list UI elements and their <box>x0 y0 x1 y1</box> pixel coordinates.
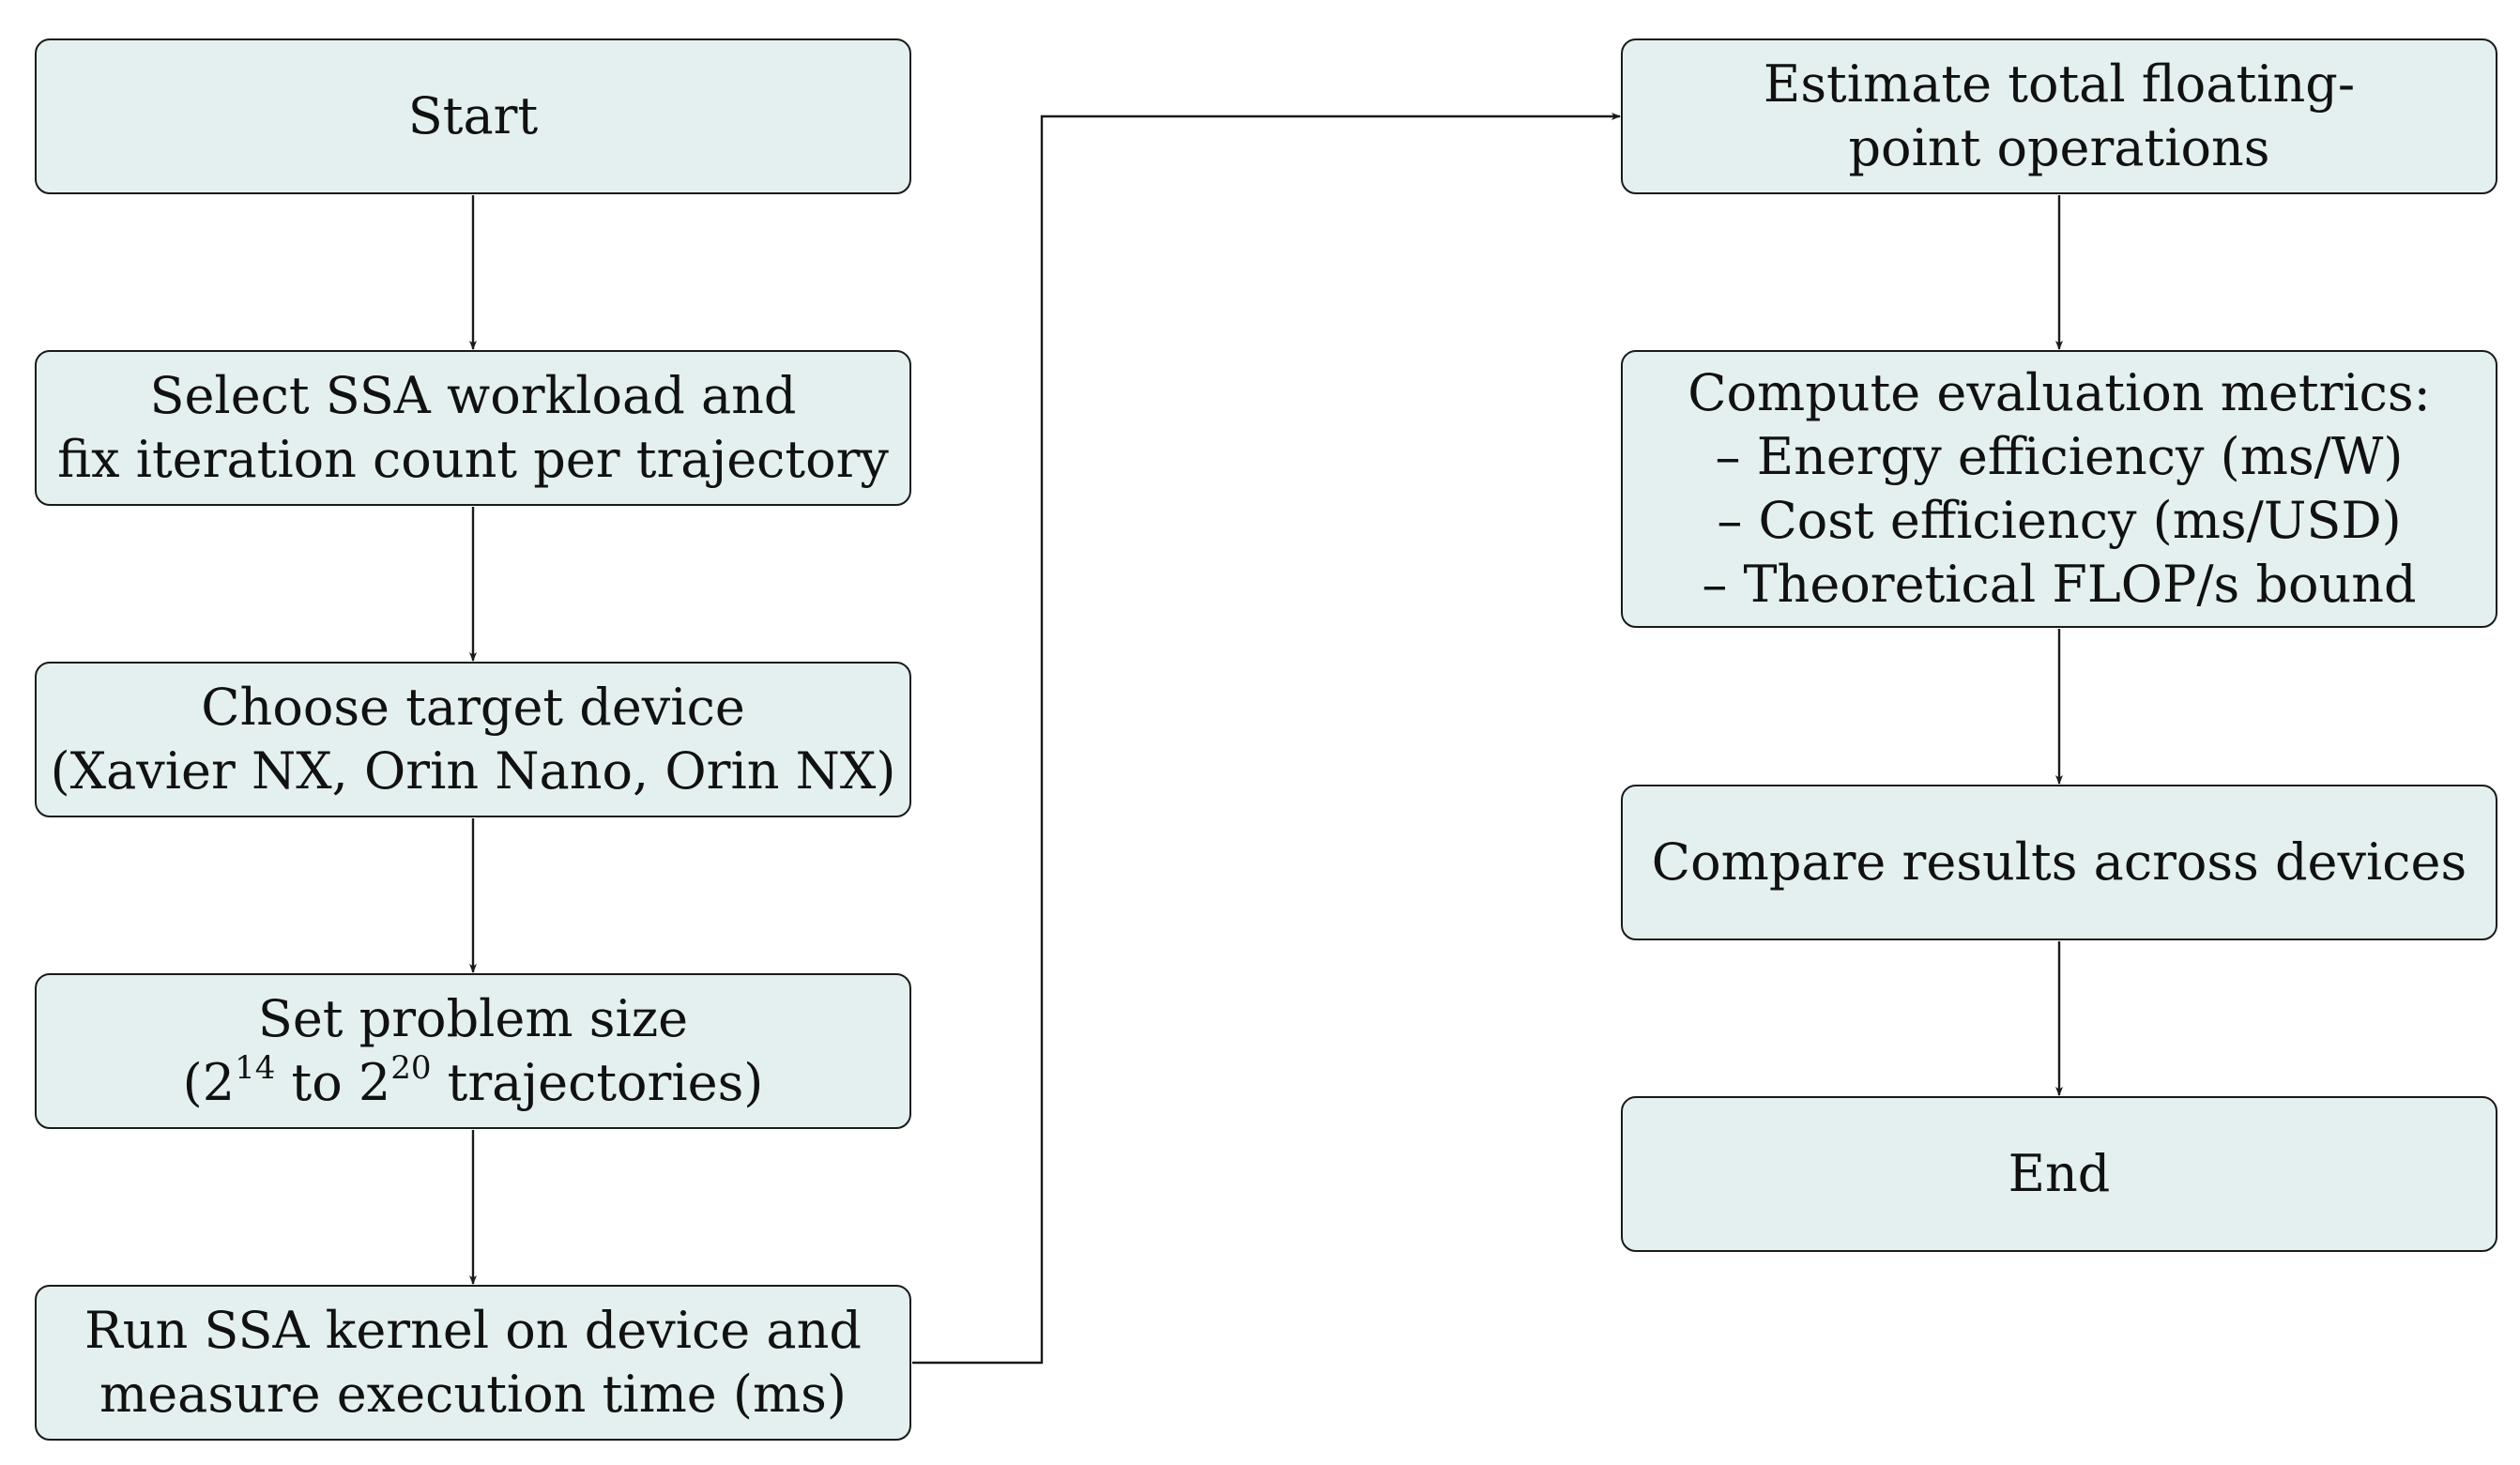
node-run-line-2: measure execution time (ms) <box>99 1365 847 1424</box>
node-size-exponent-low: 14 <box>235 1049 276 1087</box>
node-size-line-2: (214 to 220 trajectories) <box>183 1051 764 1115</box>
node-size-line-1: Set problem size <box>257 989 689 1048</box>
node-select-line-1: Select SSA workload and <box>149 366 797 425</box>
node-metrics-line-1: Compute evaluation metrics: <box>1688 363 2431 422</box>
node-run-line-1: Run SSA kernel on device and <box>84 1301 862 1360</box>
node-size-close: trajectories) <box>431 1053 764 1112</box>
node-size-mid: to 2 <box>275 1053 391 1112</box>
node-estimate-flops: Estimate total floating- point operation… <box>1621 38 2497 194</box>
node-metrics-line-4: – Theoretical FLOP/s bound <box>1702 555 2417 614</box>
node-device-line-1: Choose target device <box>201 678 745 737</box>
node-metrics-line-3: – Cost efficiency (ms/USD) <box>1717 491 2402 550</box>
node-start-label: Start <box>407 86 539 145</box>
node-flops-line-1: Estimate total floating- <box>1763 54 2356 114</box>
node-flops-line-2: point operations <box>1848 118 2270 177</box>
node-compute-metrics: Compute evaluation metrics: – Energy eff… <box>1621 350 2497 628</box>
node-compare-results: Compare results across devices <box>1621 785 2497 940</box>
node-metrics-line-2: – Energy efficiency (ms/W) <box>1715 427 2404 486</box>
node-start: Start <box>35 38 911 194</box>
node-run-kernel: Run SSA kernel on device and measure exe… <box>35 1285 911 1441</box>
arrow-run-to-flops <box>912 113 1621 1365</box>
node-size-exponent-high: 20 <box>390 1049 432 1087</box>
node-end-label: End <box>2008 1144 2111 1203</box>
node-choose-device: Choose target device (Xavier NX, Orin Na… <box>35 662 911 817</box>
node-select-line-2: fix iteration count per trajectory <box>57 430 889 489</box>
node-device-line-2: (Xavier NX, Orin Nano, Orin NX) <box>50 741 896 801</box>
node-size-open: (2 <box>182 1053 236 1112</box>
node-end: End <box>1621 1096 2497 1252</box>
node-problem-size: Set problem size (214 to 220 trajectorie… <box>35 973 911 1129</box>
node-compare-label: Compare results across devices <box>1651 832 2467 892</box>
node-select-workload: Select SSA workload and fix iteration co… <box>35 350 911 506</box>
